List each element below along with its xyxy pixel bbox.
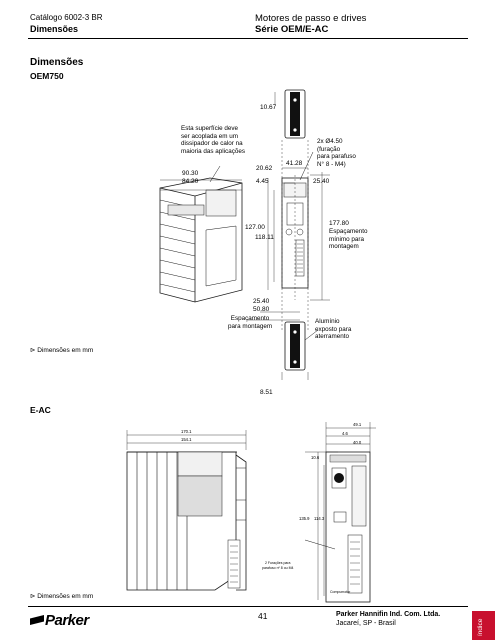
index-tab-label: índice xyxy=(477,618,484,636)
dim-25-40-bottom: 25.40 xyxy=(253,298,270,305)
compumotor-label: Compumotor xyxy=(330,590,351,594)
company-name: Parker Hannifin Ind. Com. Ltda. xyxy=(336,611,441,618)
dim-84-20: 84.20 xyxy=(182,178,199,185)
dim-154-1: 154.1 xyxy=(181,437,192,442)
arrow-icon: ⊳ xyxy=(30,347,36,354)
dim-40-0: 40.0 xyxy=(353,440,362,445)
dim-20-62: 20.62 xyxy=(256,165,273,172)
dim-127-00: 127.00 xyxy=(245,224,265,231)
dim-25-40-top: 25.40 xyxy=(313,178,330,185)
dim-118-11: 118.11 xyxy=(255,234,274,241)
index-tab[interactable]: índice xyxy=(472,611,495,640)
oem750-title: OEM750 xyxy=(30,71,64,81)
header-section: Dimensões xyxy=(30,24,79,34)
dim-114-3: 114.3 xyxy=(314,516,325,521)
dim-41-28: 41.28 xyxy=(286,160,303,167)
dim-49-1: 49.1 xyxy=(353,422,362,427)
dim-50-80: 50.80 xyxy=(253,306,270,313)
footer-rule xyxy=(28,606,468,607)
parker-logo: Parker xyxy=(30,612,89,629)
eac-title: E-AC xyxy=(30,405,51,415)
dim-8-51: 8.51 xyxy=(260,389,273,396)
page-number: 41 xyxy=(258,611,268,621)
dim-10-67: 10.67 xyxy=(260,104,277,111)
eac-holes-note: 2 Furações para parafuso nº 8 ou M4 xyxy=(262,561,294,570)
eac-units-note: ⊳ Dimensões em mm xyxy=(30,593,94,600)
dim-4-45: 4.45 xyxy=(256,178,269,185)
holes-note: 2x Ø4.50 (furação para parafuso N° 8 - M… xyxy=(317,138,356,168)
arrow-icon: ⊳ xyxy=(30,593,36,600)
dim-177-80: 177.80 xyxy=(329,220,349,227)
catalog-number: Catálogo 6002-3 BR xyxy=(30,13,103,22)
dim-10-6: 10.6 xyxy=(311,455,320,460)
product-line: Motores de passo e drives xyxy=(255,13,367,24)
parker-flag-icon xyxy=(30,615,44,625)
spacing-note: Espaçamento para montagem xyxy=(228,315,273,330)
series-title: Série OEM/E-AC xyxy=(255,24,329,35)
aluminum-note: Alumínio exposto para aterramento xyxy=(315,318,352,341)
header-rule xyxy=(28,38,468,39)
heatsink-note: Esta superfície deve ser acoplada em um … xyxy=(181,125,246,155)
company-address: Jacareí, SP - Brasil xyxy=(336,620,396,627)
page-title: Dimensões xyxy=(30,57,84,68)
spacing-min-note: Espaçamento mínimo para montagem xyxy=(329,228,368,251)
oem750-units-note: ⊳ Dimensões em mm xyxy=(30,347,94,354)
dim-90-30: 90.30 xyxy=(182,170,199,177)
dim-135-9: 135.9 xyxy=(299,516,310,521)
dim-4-6: 4.6 xyxy=(342,431,348,436)
dim-170-1: 170.1 xyxy=(181,429,192,434)
